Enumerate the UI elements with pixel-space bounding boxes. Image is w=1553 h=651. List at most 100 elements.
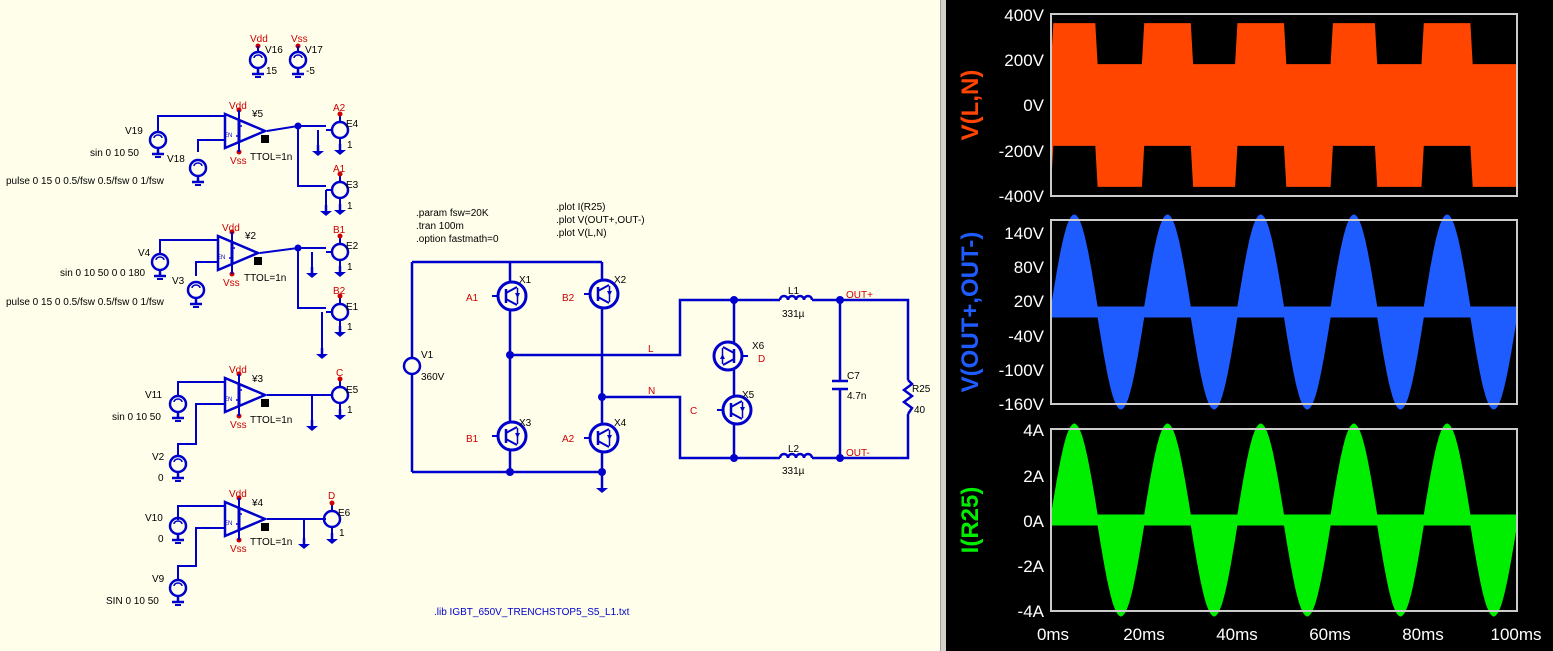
src-v18-value: pulse 0 15 0 0.5/fsw 0.5/fsw 0 1/fsw [6,176,165,187]
igbt-x3-gate: B1 [466,434,479,445]
vcvs-e6-name: E6 [338,508,351,519]
igbt-x1-name: X1 [519,275,532,286]
waveform-viewer[interactable]: V(L,N) 400V 200V 0V -200V -400V V(OUT+,O… [946,0,1553,651]
node-n-label: N [648,386,655,397]
vcvs-e4-name: E4 [346,119,359,130]
ytick-label: -160V [999,395,1045,414]
comp-y3-name: ¥3 [251,374,264,385]
comp-y4-ttol: TTOL=1n [250,537,292,548]
vcvs-e5-name: E5 [346,385,359,396]
power-stage[interactable]: V1 360V X1 X2 X3 X4 A1 B2 B1 A2 L N [402,260,931,495]
plot-pane-ir25-frame [1050,428,1518,612]
inductor-l1-name: L1 [788,286,800,297]
comp-y5-name: ¥5 [251,109,264,120]
vcvs-e2-net: B1 [333,225,346,236]
supply-v16[interactable]: Vdd V16 15 [248,34,283,79]
trace-vln[interactable] [1051,23,1517,187]
capacitor-c7-value: 4.7n [847,391,866,402]
comp-y4-en: EN [224,521,232,527]
src-v2-value: 0 [158,473,164,484]
net-label-vdd: Vdd [250,34,268,45]
src-v4-name: V4 [138,248,151,259]
ytick-label: 0A [1023,512,1044,531]
xtick-label: 0ms [1037,625,1069,644]
comp-y5-vss: Vss [230,156,247,167]
modulator-2[interactable]: ¥2 Vdd Vss EN TTOL=1n V4 sin 0 10 50 0 0… [6,223,359,361]
spice-directives[interactable]: .param fsw=20K .tran 100m .option fastma… [416,202,645,618]
supply-v16-name: V16 [265,45,283,56]
plot-pane-vln-yticks: 400V 200V 0V -200V -400V [999,6,1045,206]
pane-splitter[interactable] [940,0,946,651]
vcvs-e3-gain: 1 [347,201,353,212]
xtick-label: 20ms [1123,625,1165,644]
trace-vout[interactable] [1051,214,1517,410]
src-v19-name: V19 [125,126,143,137]
plot-pane-ir25-yticks: 4A 2A 0A -2A -4A [1018,421,1045,621]
comp-y2-name: ¥2 [244,231,257,242]
ytick-label: -40V [1008,327,1045,346]
directive-param[interactable]: .param fsw=20K [416,208,489,219]
vcvs-e2-name: E2 [346,241,359,252]
directive-plot1[interactable]: .plot I(R25) [556,202,605,213]
vcvs-e3-name: E3 [346,180,359,191]
igbt-x1-gate: A1 [466,293,479,304]
inductor-l2-value: 331µ [782,466,805,477]
comp-y2-ttol: TTOL=1n [244,273,286,284]
src-v19-value: sin 0 10 50 [90,148,139,159]
plot-pane-vout-yticks: 140V 80V 20V -40V -100V -160V [999,224,1045,414]
plot-pane-vln-ylabel: V(L,N) [957,70,984,141]
trace-vout-fill [1051,214,1517,410]
directive-option[interactable]: .option fastmath=0 [416,234,499,245]
directive-lib[interactable]: .lib IGBT_650V_TRENCHSTOP5_S5_L1.txt [434,607,630,618]
trace-vln-envelope [1051,23,1517,187]
directive-plot2[interactable]: .plot V(OUT+,OUT-) [556,215,645,226]
supply-v16-value: 15 [266,66,278,77]
ytick-label: 2A [1023,467,1044,486]
src-v9-value: SIN 0 10 50 [106,596,159,607]
plot-pane-vln[interactable]: V(L,N) 400V 200V 0V -200V -400V [957,6,1518,206]
comp-y5-en: EN [224,133,232,139]
vcvs-e6-gain: 1 [339,528,345,539]
net-label-vss: Vss [291,34,308,45]
src-v10-value: 0 [158,534,164,545]
ytick-label: 200V [1004,51,1044,70]
src-v3-value: pulse 0 15 0 0.5/fsw 0.5/fsw 0 1/fsw [6,297,165,308]
trace-ir25[interactable] [1051,423,1517,617]
vcvs-e1-name: E1 [346,302,359,313]
comp-y3-ttol: TTOL=1n [250,415,292,426]
modulator-1[interactable]: ¥5 Vdd Vss EN TTOL=1n V19 sin 0 10 50 V1… [6,101,359,218]
vcvs-e4-net: A2 [333,103,346,114]
plot-pane-ir25[interactable]: I(R25) 4A 2A 0A -2A -4A [957,421,1518,621]
vcvs-e4-gain: 1 [347,140,353,151]
net-label-out-minus: OUT- [846,448,870,459]
modulator-3[interactable]: ¥3 Vdd Vss EN TTOL=1n V11 sin 0 10 50 V2… [112,365,359,484]
igbt-x2-gate: B2 [562,293,575,304]
directive-plot3[interactable]: .plot V(L,N) [556,228,607,239]
plot-pane-vout-ylabel: V(OUT+,OUT-) [957,232,984,393]
ytick-label: -400V [999,187,1045,206]
v1-value: 360V [421,372,445,383]
ytick-label: 80V [1014,258,1045,277]
vcvs-e2-gain: 1 [347,262,353,273]
ytick-label: 400V [1004,6,1044,25]
inductor-l2-name: L2 [788,444,800,455]
v1-name: V1 [421,350,434,361]
ytick-label: -200V [999,142,1045,161]
comp-y3-vss: Vss [230,420,247,431]
comp-y3-vdd: Vdd [229,365,247,376]
xtick-label: 80ms [1402,625,1444,644]
schematic-canvas[interactable]: Vdd V16 15 Vss V17 -5 ¥5 Vdd Vss EN TTOL… [0,0,940,651]
modulator-4[interactable]: ¥4 Vdd Vss EN TTOL=1n V10 0 V9 SIN 0 10 … [106,489,351,607]
vcvs-e3-net: A1 [333,164,346,175]
supply-v17[interactable]: Vss V17 -5 [288,34,323,79]
comp-y4-name: ¥4 [251,498,264,509]
plot-pane-vln-frame [1050,13,1518,197]
ytick-label: -2A [1018,557,1045,576]
igbt-x5-gate: C [690,406,697,417]
directive-tran[interactable]: .tran 100m [416,221,464,232]
igbt-x3-name: X3 [519,418,532,429]
comp-y4-vss: Vss [230,544,247,555]
plot-pane-vout[interactable]: V(OUT+,OUT-) 140V 80V 20V -40V -100V -16… [957,214,1518,415]
resistor-r25-value: 40 [914,405,926,416]
src-v11-value: sin 0 10 50 [112,412,161,423]
